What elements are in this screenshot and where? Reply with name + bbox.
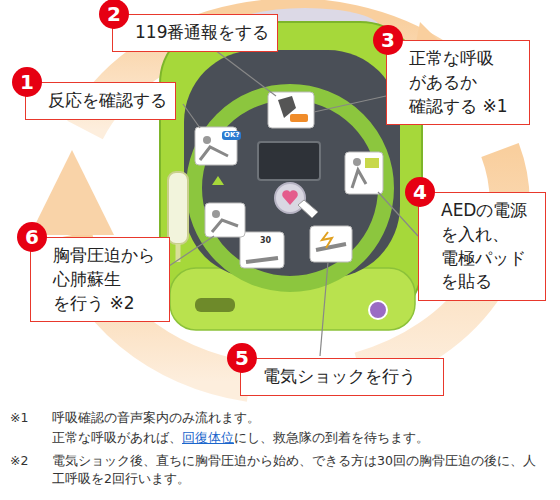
- icon-panel: [310, 226, 352, 262]
- icon-text: OK?: [222, 131, 241, 140]
- step-callout: 反応を確認する1: [25, 82, 176, 120]
- step-text: 胸骨圧迫から 心肺蘇生 を行う ※2: [53, 245, 155, 313]
- note-mark: ※1: [10, 409, 28, 427]
- icon-panel: [268, 92, 314, 128]
- callout-number: 4: [405, 177, 435, 207]
- figure-body: [246, 258, 278, 262]
- icon-panel: [205, 203, 245, 237]
- leader-line: [215, 50, 276, 96]
- step-text: 電気ショックを行う: [263, 366, 416, 386]
- figure-body: [200, 147, 228, 160]
- step-callout: 119番通報をする2: [112, 14, 278, 52]
- step-icons: [195, 92, 383, 268]
- figure-body: [316, 244, 346, 250]
- note-mark: ※2: [10, 452, 28, 470]
- figure-head: [212, 210, 220, 218]
- note-text: にし、救急隊の到着を待ちます。: [234, 430, 429, 445]
- link-text: 回復体位: [182, 430, 234, 445]
- note-text: 呼吸確認の音声案内のみ流れます。: [52, 409, 260, 427]
- callout-number: 1: [12, 67, 42, 97]
- figure-body: [352, 170, 366, 188]
- figure-head: [203, 136, 211, 144]
- step-text: 正常な呼吸 があるか 確認する ※1: [409, 48, 507, 116]
- note-line: 正常な呼吸があれば、回復体位にし、救急隊の到着を待ちます。: [52, 429, 429, 447]
- shock-symbol: [322, 232, 332, 248]
- number-text: 1: [20, 70, 34, 94]
- step-callout: AEDの電源 を入れ、 電極パッド を貼る4: [418, 192, 546, 301]
- ambulance-symbol: [290, 114, 308, 122]
- number-text: 3: [381, 28, 395, 52]
- power-button: [369, 301, 387, 319]
- leader-line: [320, 262, 328, 356]
- green-ring: [194, 92, 386, 284]
- pointing-hand: [298, 200, 318, 218]
- icon-panel: [345, 152, 383, 194]
- step-callout: 正常な呼吸 があるか 確認する ※13: [386, 40, 530, 125]
- step-text: 反応を確認する: [48, 90, 167, 110]
- aed-symbol: [365, 158, 379, 168]
- pad-connector: [168, 172, 188, 244]
- number-text: 6: [25, 225, 39, 249]
- icon-panel: [240, 232, 284, 268]
- callout-number: 5: [227, 343, 257, 373]
- screen: [258, 142, 320, 180]
- cycle-arrowhead: [30, 150, 114, 235]
- icon-text: 30: [260, 236, 271, 246]
- leader-line: [183, 104, 200, 128]
- shock-button: [275, 183, 305, 213]
- note-text: 正常な呼吸があれば、: [52, 430, 182, 445]
- heart-symbol: [282, 190, 298, 205]
- aed-device: [160, 8, 422, 330]
- leader-lines: [160, 50, 418, 356]
- number-text: 2: [107, 2, 121, 26]
- figure-head: [353, 158, 361, 166]
- device-slot: [195, 298, 235, 312]
- note-text: 電気ショック後、直ちに胸骨圧迫から始め、できる方は30回の胸骨圧迫の後に、人工呼…: [52, 452, 540, 488]
- callout-number: 3: [373, 25, 403, 55]
- step-callout: 胸骨圧迫から 心肺蘇生 を行う ※26: [30, 237, 170, 322]
- step-text: 119番通報をする: [135, 22, 269, 42]
- step-callout: 電気ショックを行う5: [240, 358, 444, 396]
- leader-line: [314, 96, 386, 112]
- arrow-mark: [212, 176, 224, 185]
- number-text: 4: [413, 180, 427, 204]
- step-text: AEDの電源 を入れ、 電極パッド を貼る: [441, 200, 527, 291]
- callout-number: 6: [17, 222, 47, 252]
- callout-number: 2: [99, 0, 129, 29]
- figure-body: [212, 220, 238, 232]
- number-text: 5: [235, 346, 249, 370]
